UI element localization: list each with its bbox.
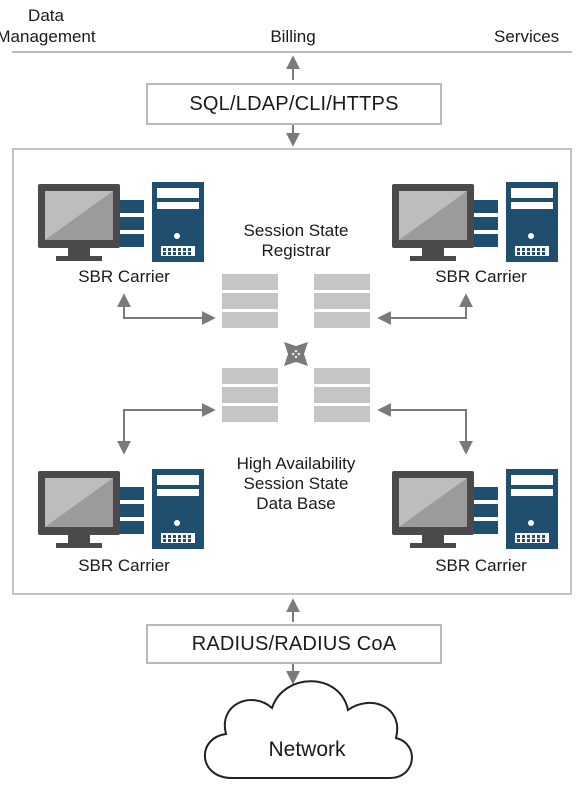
- sbr-server-top-right-icon: [392, 180, 560, 264]
- registrar-stack-left: [222, 274, 278, 331]
- tl-connector: [117, 293, 216, 325]
- database-stack-right: [314, 368, 370, 425]
- carrier-cluster-frame: [12, 148, 572, 595]
- sbr-server-bottom-right-icon: [392, 467, 560, 551]
- data-management-label: Data Management: [0, 6, 96, 46]
- sbr-carrier-bottom-right-label: SBR Carrier: [435, 556, 527, 575]
- storage-slab: [222, 312, 278, 328]
- sbr-carrier-top-left-label: SBR Carrier: [78, 267, 170, 286]
- session-state-registrar-label: Session State Registrar: [243, 221, 349, 260]
- storage-slab: [314, 406, 370, 422]
- br-connector: [377, 403, 473, 455]
- network-cloud: [203, 680, 413, 779]
- tr-connector: [377, 293, 473, 325]
- storage-slab: [222, 406, 278, 422]
- top-protocol-label: SQL/LDAP/CLI/HTTPS: [189, 92, 399, 115]
- sbr-server-bottom-left-icon: [38, 467, 206, 551]
- bottom-protocol-label: RADIUS/RADIUS CoA: [191, 632, 397, 655]
- storage-slab: [314, 368, 370, 384]
- storage-slab: [314, 387, 370, 403]
- billing-label: Billing: [270, 27, 316, 46]
- bottom-protocol-box: RADIUS/RADIUS CoA: [146, 624, 442, 664]
- services-label: Services: [494, 27, 560, 46]
- registrar-stack-right: [314, 274, 370, 331]
- storage-slab: [222, 368, 278, 384]
- sbr-server-top-left-icon: [38, 180, 206, 264]
- top-protocol-box: SQL/LDAP/CLI/HTTPS: [146, 83, 442, 125]
- storage-slab: [314, 312, 370, 328]
- database-stack-left: [222, 368, 278, 425]
- ha-database-label: High Availability Session State Data Bas…: [236, 454, 356, 513]
- sbr-carrier-top-right-label: SBR Carrier: [435, 267, 527, 286]
- network-label: Network: [268, 738, 346, 761]
- bl-connector: [117, 403, 216, 455]
- storage-slab: [222, 293, 278, 309]
- storage-slab: [222, 274, 278, 290]
- storage-slab: [314, 274, 370, 290]
- cross-arrow-b: [284, 342, 308, 366]
- sbr-carrier-bottom-left-label: SBR Carrier: [78, 556, 170, 575]
- storage-slab: [314, 293, 370, 309]
- storage-slab: [222, 387, 278, 403]
